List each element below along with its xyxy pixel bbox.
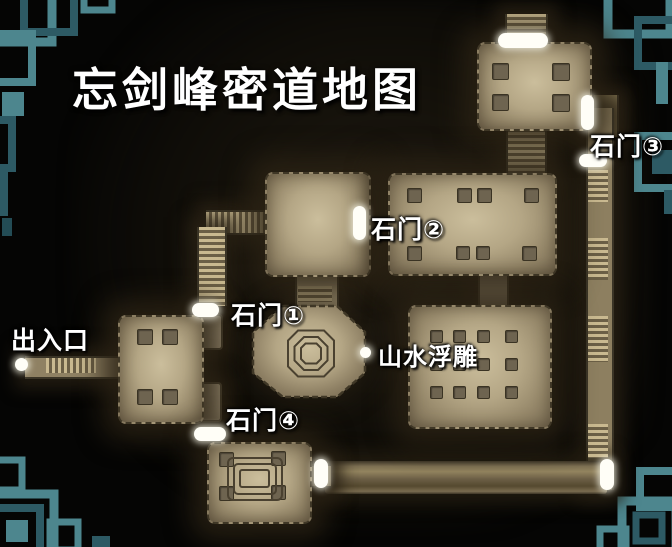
floor-tile	[456, 246, 470, 260]
corridor-entrance-ladder	[46, 358, 96, 373]
floor-tile	[453, 386, 466, 399]
room-entrance	[118, 315, 204, 424]
door1-pill	[192, 303, 219, 317]
floor-tile	[552, 94, 570, 112]
entrance-dot	[15, 358, 28, 371]
door4-label: 石门④	[226, 407, 301, 435]
map-title: 忘剑峰密道地图	[72, 64, 422, 116]
floor-tile	[477, 188, 492, 203]
room-top	[477, 42, 592, 131]
floor-tile	[505, 358, 518, 371]
right-corridor-ladder-1	[588, 170, 608, 202]
entrance-label: 出入口	[11, 327, 90, 355]
corridor-left-ladder-down	[197, 227, 227, 306]
altar-outer	[227, 457, 283, 501]
corner-ornament-top-left	[0, 0, 116, 236]
corner-ornament-bottom-left	[0, 456, 110, 547]
altar-middle	[233, 463, 277, 495]
floor-tile	[477, 330, 490, 343]
floor-tile	[453, 330, 466, 343]
door3-label: 石门③	[590, 133, 665, 161]
floor-tile	[162, 389, 178, 405]
right-corridor-ladder-4	[588, 424, 608, 458]
room-octagon	[251, 304, 367, 399]
floor-tile	[552, 63, 570, 81]
top-room-entry-pill	[498, 33, 548, 48]
floor-tile	[430, 386, 443, 399]
corridor-top-to-bigroom-ladder	[506, 126, 547, 174]
floor-tile	[476, 246, 490, 260]
floor-tile	[505, 386, 518, 399]
floor-tile	[137, 389, 153, 405]
corner-ornament-top-right	[603, 0, 672, 214]
door1-label: 石门①	[231, 302, 306, 330]
corner-ornament-bottom-right	[596, 467, 672, 547]
floor-tile	[492, 94, 509, 111]
corridor-bottom-horizontal	[325, 461, 607, 494]
floor-tile	[477, 386, 490, 399]
door3-lower-pill	[579, 154, 607, 167]
relief-label: 山水浮雕	[378, 344, 478, 371]
door3-vertical-pill	[581, 95, 594, 130]
floor-tile	[524, 188, 539, 203]
right-corridor-ladder-2	[588, 238, 608, 280]
floor-tile	[430, 330, 443, 343]
corridor-neck-ladder	[298, 286, 332, 302]
floor-tile	[453, 358, 466, 371]
door2-label: 石门②	[371, 216, 446, 244]
relief-dot	[360, 347, 371, 358]
floor-tile	[505, 330, 518, 343]
right-corridor-ladder-3	[588, 316, 608, 362]
bottom-room-east-pill	[314, 459, 328, 488]
floor-tile	[430, 358, 443, 371]
door2-vertical-pill	[353, 206, 366, 240]
floor-tile	[137, 329, 153, 345]
southeast-corner-pill	[600, 459, 614, 490]
door4-pill	[194, 427, 226, 441]
floor-tile	[219, 452, 234, 467]
floor-tile	[477, 358, 490, 371]
floor-tile	[407, 188, 422, 203]
floor-tile	[407, 246, 422, 261]
floor-tile	[522, 246, 537, 261]
altar-inner	[239, 469, 270, 488]
floor-tile	[457, 188, 472, 203]
floor-tile	[492, 63, 509, 80]
floor-tile	[162, 329, 178, 345]
